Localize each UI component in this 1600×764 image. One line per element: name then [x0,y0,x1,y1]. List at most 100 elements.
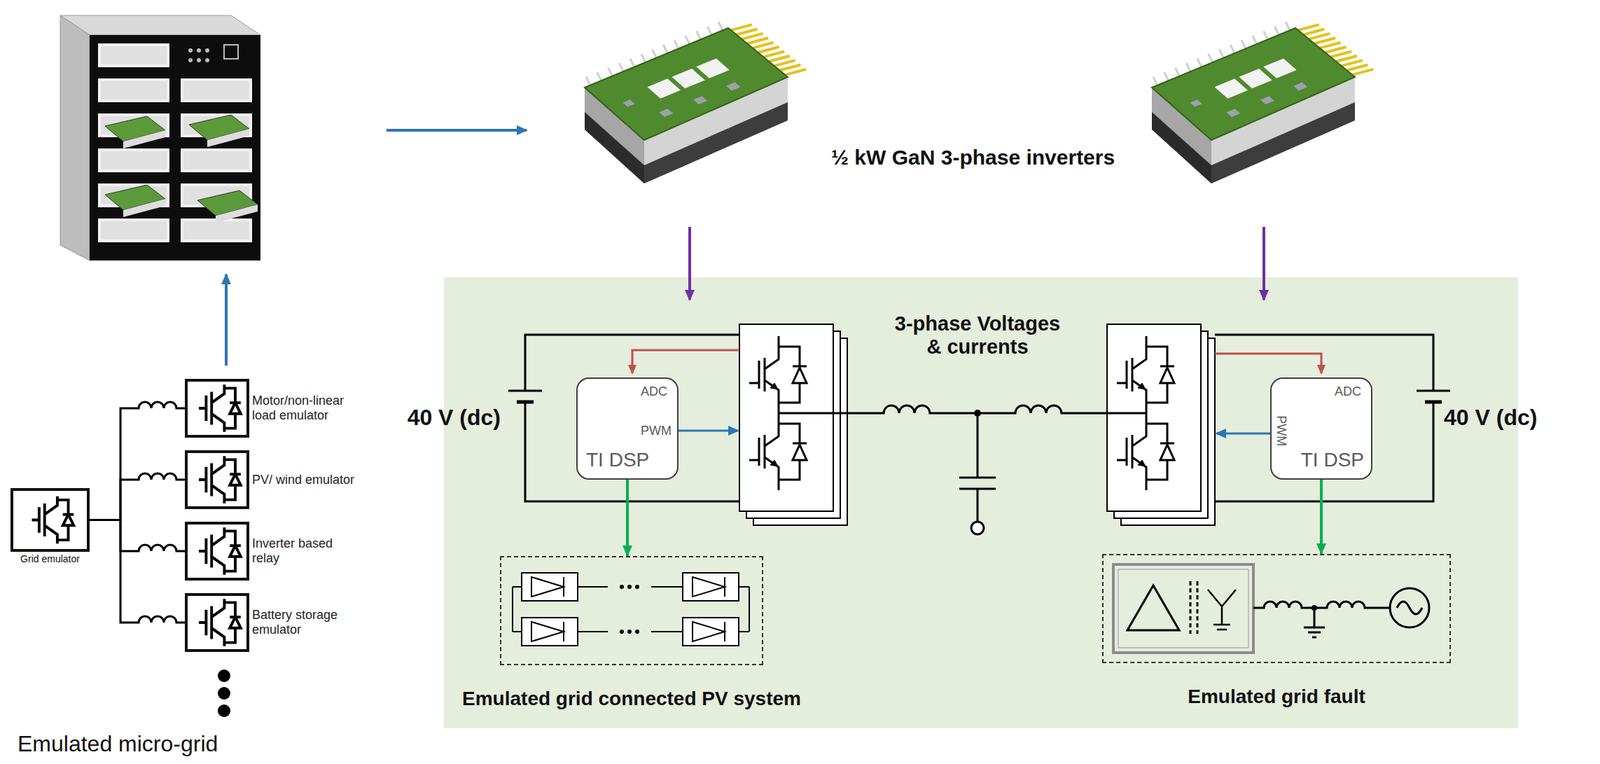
grid-fault-drawing [1303,607,1325,638]
junction-dot [1311,604,1318,611]
pv-array [635,629,640,634]
lcl-filter [959,413,996,522]
server-rack [207,128,250,148]
server-rack [215,204,258,223]
pv-array [619,584,624,589]
output-arrow [1319,479,1323,554]
igbt-symbol [187,595,247,650]
pv-array [682,617,739,646]
junction-dot [974,409,982,417]
switch-module [739,324,834,512]
label-text: 40 V (dc) [1443,404,1537,431]
lcl-filter [778,405,1147,535]
igbt-symbol [187,453,247,507]
switch-module [749,336,807,414]
inductor-line [89,520,185,624]
igbt-symbol [13,490,87,549]
adc-arrow [632,350,740,374]
inverter-board [1151,21,1374,184]
server-rack [196,48,201,53]
dsp-box: ADCPWMTI DSP [1270,377,1373,480]
dsp-box: ADCPWMTI DSP [576,377,679,480]
adc-arrow [1214,353,1322,374]
node-text: Grid emulator [20,553,80,565]
dc-loop [508,390,542,393]
switch-module [1107,324,1201,512]
node-text: Motor/non-linear load emulator [252,393,361,423]
node-text: ADC [640,384,668,400]
continuation-dot [217,669,231,683]
server-rack [60,15,261,36]
emulator-box: Inverter based relay [184,521,250,581]
pv-array [512,572,750,646]
server-rack [89,35,261,261]
dc-loop [1214,334,1451,502]
grid-fault-drawing [1396,601,1423,615]
server-rack [60,15,261,261]
dc-loop [1416,390,1451,393]
flow-arrow [224,274,228,366]
continuation-dot [217,704,231,718]
server-rack [188,48,193,53]
pv-array [627,584,632,589]
green-panel [443,277,1519,729]
dashed-box: Emulated grid fault [1102,553,1451,664]
label-text: 3-phase Voltages & currents [885,312,1070,360]
switch-module [739,324,848,526]
lcl-filter [778,405,1147,414]
switch-module [1107,324,1215,526]
node-text: Emulated grid fault [1187,685,1366,708]
label-text: ½ kW GaN 3-phase inverters [831,145,1115,171]
flow-arrow [386,128,527,132]
server-rack [224,44,239,59]
grid-fault-drawing [1118,569,1249,648]
pwm-arrow [678,429,739,433]
switch-module [1116,413,1175,491]
pwm-arrow [1216,432,1271,435]
pv-array [619,629,624,634]
pv-array [521,617,578,646]
igbt-symbol [32,496,75,545]
node-text: ADC [1334,384,1362,400]
inductor-line [89,401,185,521]
switch-module [749,413,807,491]
server-rack [123,198,166,218]
pv-array [635,584,640,589]
grid-fault-drawing [1253,601,1390,608]
node-text: Inverter based relay [252,536,361,566]
pv-array [577,586,683,632]
node-text: PV/ wind emulator [252,472,361,488]
switch-module [1116,336,1175,414]
emulator-box: Battery storage emulator [184,593,250,652]
grid-fault-drawing [1127,585,1180,631]
label-text: 40 V (dc) [364,404,501,431]
server-rack [188,58,193,63]
grid-emulator-box: Grid emulator [10,488,90,552]
continuation-dot [217,686,231,700]
dc-loop [508,334,740,502]
grid-fault-drawing [1207,589,1236,630]
server-rack [196,58,201,63]
grid-fault-drawing [1113,564,1430,653]
output-arrow [625,479,629,556]
server-rack [179,42,255,71]
igbt-symbol [198,527,241,575]
pv-array [521,572,578,601]
grid-fault-drawing [1389,588,1430,628]
dc-loop [516,400,534,405]
igbt-symbol [198,455,241,504]
emulator-box: PV/ wind emulator [184,450,250,510]
node-text: PWM [640,423,672,439]
emulator-box: Motor/non-linear load emulator [184,378,250,438]
flow-arrow [1262,226,1266,300]
dc-loop [1424,400,1442,405]
label-text: Emulated micro-grid [17,731,218,757]
inductor-line [89,520,185,552]
igbt-symbol [198,384,241,433]
igbt-symbol [187,381,247,435]
inductor-line [89,473,185,521]
igbt-symbol [187,524,247,578]
node-text: PWM [1274,415,1290,447]
node-text: Battery storage emulator [252,607,361,637]
